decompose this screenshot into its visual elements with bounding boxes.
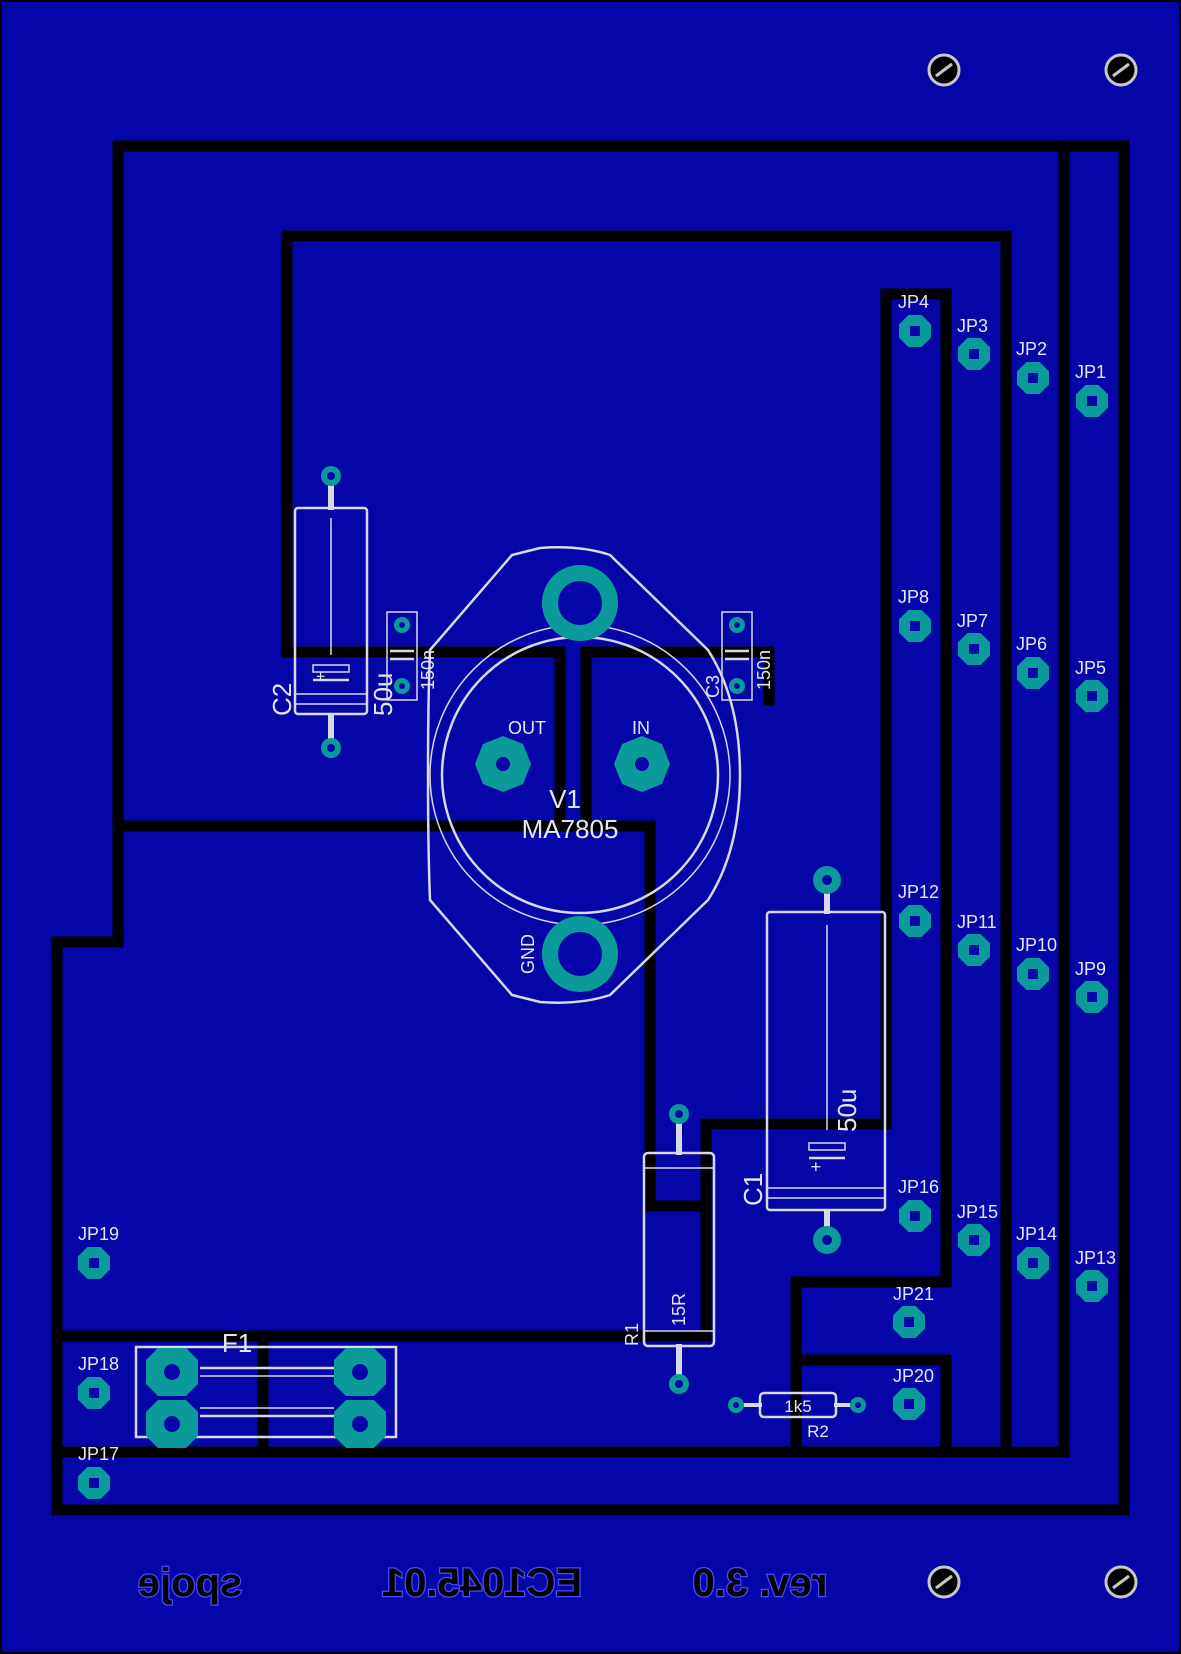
jumper-pad-jp15: JP15 (957, 1202, 998, 1256)
regulator-pin-in-label: IN (632, 718, 650, 738)
jumper-label-jp6: JP6 (1016, 634, 1047, 654)
jumper-pad-jp3: JP3 (957, 316, 990, 370)
jumper-pad-jp9: JP9 (1075, 959, 1108, 1013)
jumper-label-jp11: JP11 (957, 912, 997, 932)
resistor-r2: 1k5 R2 (728, 1391, 866, 1441)
c2-value: 50u (368, 673, 398, 716)
jumper-label-jp7: JP7 (957, 611, 988, 631)
mounting-hole-top-right (1104, 53, 1138, 87)
c1-polarity: + (806, 1161, 826, 1172)
regulator-v1: OUT IN GND V1 MA7805 (426, 546, 742, 1004)
f1-name: F1 (222, 1328, 252, 1358)
c3-value: 150n (754, 650, 774, 690)
jumper-pad-jp2: JP2 (1016, 339, 1049, 394)
jumper-pad-jp16: JP16 (898, 1177, 939, 1232)
fuse-f1: F1 (134, 1328, 398, 1448)
jumper-label-jp3: JP3 (957, 316, 988, 336)
regulator-pin-gnd-label: GND (518, 934, 538, 974)
jumper-pad-jp19: JP19 (78, 1224, 119, 1279)
jumper-label-jp15: JP15 (957, 1202, 998, 1222)
jumper-label-jp8: JP8 (898, 587, 929, 607)
resistor-r1: R1 15R (622, 1104, 716, 1394)
jumper-label-jp21: JP21 (893, 1284, 934, 1304)
jumper-label-jp1: JP1 (1075, 362, 1106, 382)
jumper-label-jp14: JP14 (1016, 1224, 1057, 1244)
bottom-labels: spoje EC1045.01 rev. 3.0 (137, 1560, 829, 1607)
jumper-label-jp20: JP20 (893, 1366, 934, 1386)
jumper-pad-jp4: JP4 (898, 292, 931, 347)
mounting-hole-top-left (927, 53, 961, 87)
jumper-label-jp18: JP18 (78, 1354, 119, 1374)
trace-layer (51, 140, 1130, 1516)
regulator-value: MA7805 (522, 814, 619, 844)
regulator-name: V1 (549, 784, 581, 814)
r2-name: R2 (807, 1422, 829, 1441)
jumper-label-jp16: JP16 (898, 1177, 939, 1197)
small-cap-value: 150n (418, 650, 438, 690)
jumper-pad-jp10: JP10 (1016, 935, 1057, 990)
jumper-label-jp2: JP2 (1016, 339, 1047, 359)
jumper-pad-jp11: JP11 (957, 912, 997, 966)
jumper-label-jp17: JP17 (78, 1444, 119, 1464)
capacitor-c2: + C2 50u (267, 466, 398, 758)
jumper-label-jp10: JP10 (1016, 935, 1057, 955)
r2-value: 1k5 (784, 1397, 811, 1416)
jumper-pad-jp1: JP1 (1075, 362, 1108, 417)
mounting-hole-bottom-left (927, 1565, 961, 1599)
c2-name: C2 (267, 683, 297, 716)
capacitor-c3: C3 150n (703, 611, 774, 701)
jumper-label-jp12: JP12 (898, 882, 939, 902)
jumper-label-jp4: JP4 (898, 292, 929, 312)
jumper-pad-jp12: JP12 (898, 882, 939, 937)
mounting-hole-bottom-right (1104, 1565, 1138, 1599)
jumper-label-jp13: JP13 (1075, 1248, 1116, 1268)
jumper-label-jp5: JP5 (1075, 658, 1106, 678)
jumper-pad-jp5: JP5 (1075, 658, 1108, 712)
capacitor-c1: + C1 50u (738, 866, 887, 1254)
revision-label: rev. 3.0 (693, 1561, 828, 1605)
jumper-label-jp19: JP19 (78, 1224, 119, 1244)
part-number-label: EC1045.01 (382, 1561, 582, 1605)
r1-name: R1 (622, 1323, 642, 1346)
jumper-pad-jp21: JP21 (893, 1284, 934, 1338)
jumper-pad-jp18: JP18 (78, 1354, 119, 1409)
jumper-label-jp9: JP9 (1075, 959, 1106, 979)
jumper-pad-jp17: JP17 (78, 1444, 119, 1499)
jumper-pad-jp6: JP6 (1016, 634, 1049, 689)
c2-polarity: + (313, 672, 330, 681)
regulator-pin-out-label: OUT (508, 718, 546, 738)
c1-value: 50u (832, 1089, 862, 1132)
jumper-pad-jp20: JP20 (893, 1366, 934, 1420)
jumper-pad-jp8: JP8 (898, 587, 931, 642)
jumper-pad-jp14: JP14 (1016, 1224, 1057, 1279)
capacitor-small-left: 150n (386, 611, 438, 701)
c3-name: C3 (703, 675, 723, 698)
c1-name: C1 (738, 1173, 768, 1206)
brand-label: spoje (138, 1561, 242, 1605)
jumper-pad-jp7: JP7 (957, 611, 990, 665)
jumper-pad-jp13: JP13 (1075, 1248, 1116, 1302)
r1-value: 15R (669, 1293, 689, 1326)
